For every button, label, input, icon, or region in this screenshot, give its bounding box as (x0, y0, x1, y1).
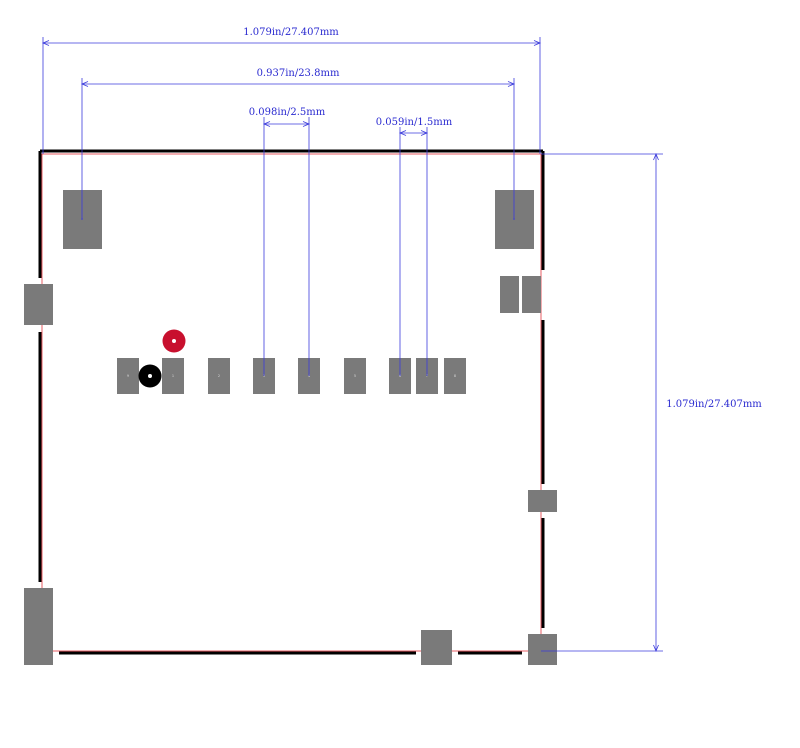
pad-center-marks (81, 218, 515, 220)
dim-contact-pitch-wide: 0.098in/2.5mm (249, 107, 326, 118)
contact-pad-label: 2 (218, 374, 220, 378)
pin1-marker-dot (172, 339, 176, 343)
dimension-lines (41, 37, 663, 653)
dim-mount-pad-span: 0.937in/23.8mm (257, 68, 340, 79)
side-pad-left-upper (24, 284, 53, 325)
contact-pad-label: 9 (127, 374, 129, 378)
pads (24, 190, 557, 665)
contact-pad (344, 358, 366, 394)
bottom-pad-center (421, 630, 452, 665)
side-pad-right-b (522, 276, 541, 313)
contact-pad (162, 358, 184, 394)
dim-contact-pitch-narrow: 0.059in/1.5mm (376, 117, 453, 128)
dim-overall-height: 1.079in/27.407mm (666, 399, 762, 410)
contact-pad-label: 8 (454, 374, 456, 378)
dim-overall-width: 1.079in/27.407mm (243, 27, 339, 38)
contact-pad-label: 1 (172, 374, 174, 378)
contact-pad (117, 358, 139, 394)
body-outline (38, 149, 545, 655)
contact-pad (444, 358, 466, 394)
contact-pad-label: 5 (354, 374, 356, 378)
contact-pad (208, 358, 230, 394)
alignment-hole-center (148, 374, 152, 378)
side-pad-right-mid (528, 490, 557, 512)
bottom-pad-left (24, 588, 53, 665)
side-pad-right-a (500, 276, 519, 313)
bottom-pad-right (528, 634, 557, 665)
courtyard-outline (41, 153, 542, 652)
